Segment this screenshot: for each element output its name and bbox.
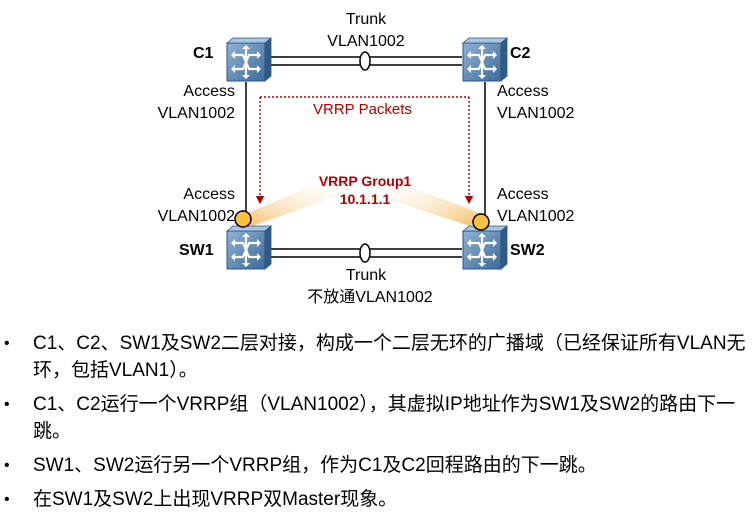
node-label-c2: C2	[510, 45, 531, 62]
trunk-top-vlan: VLAN1002	[327, 33, 405, 50]
sw1-access-vlan: VLAN1002	[157, 208, 235, 225]
trunk-top-label: Trunk	[345, 11, 387, 28]
node-label-sw1: SW1	[179, 242, 214, 259]
switch-sw2-icon	[461, 224, 509, 271]
list-item: • SW1、SW2运行另一个VRRP组，作为C1及C2回程路由的下一跳。	[0, 452, 755, 479]
list-item: • C1、C2、SW1及SW2二层对接，构成一个二层无环的广播域（已经保证所有VL…	[0, 330, 755, 384]
trunk-top-bundle	[359, 51, 371, 71]
c2-access-vlan: VLAN1002	[497, 105, 575, 122]
list-item-text: C1、C2、SW1及SW2二层对接，构成一个二层无环的广播域（已经保证所有VLA…	[33, 333, 746, 381]
sw2-access-vlan: VLAN1002	[497, 208, 575, 225]
vrrp-beam-left	[240, 178, 338, 226]
trunk-bottom-label: Trunk	[345, 267, 387, 284]
trunk-bottom-bundle	[359, 243, 371, 263]
node-label-sw2: SW2	[510, 242, 545, 259]
list-item-text: SW1、SW2运行另一个VRRP组，作为C1及C2回程路由的下一跳。	[33, 455, 597, 476]
vrrp-group-name: VRRP Group1	[318, 173, 412, 189]
list-item-text: C1、C2运行一个VRRP组（VLAN1002），其虚拟IP地址作为SW1及SW…	[33, 394, 736, 442]
c1-access-label: Access	[183, 83, 235, 100]
diagram-canvas	[225, 36, 509, 271]
vrrp-beam-right	[384, 178, 482, 226]
sw1-access-label: Access	[183, 186, 235, 203]
trunk-bottom-vlan: 不放通VLAN1002	[307, 289, 433, 306]
switch-c1-icon	[225, 36, 273, 83]
bullet-icon: •	[4, 457, 10, 474]
vip-marker-sw1	[234, 210, 252, 228]
vrrp-packets-label: VRRP Packets	[313, 101, 412, 118]
c2-access-label: Access	[497, 83, 549, 100]
switch-c2-icon	[461, 36, 509, 83]
bullet-icon: •	[4, 491, 10, 508]
description-list: • C1、C2、SW1及SW2二层对接，构成一个二层无环的广播域（已经保证所有VL…	[0, 330, 755, 520]
vrrp-group-vip: 10.1.1.1	[339, 191, 391, 207]
sw2-access-label: Access	[497, 186, 549, 203]
list-item: • 在SW1及SW2上出现VRRP双Master现象。	[0, 486, 755, 513]
node-label-c1: C1	[193, 45, 214, 62]
list-item-text: 在SW1及SW2上出现VRRP双Master现象。	[33, 489, 398, 510]
bullet-icon: •	[4, 335, 10, 352]
switch-sw1-icon	[225, 224, 273, 271]
list-item: • C1、C2运行一个VRRP组（VLAN1002），其虚拟IP地址作为SW1及S…	[0, 391, 755, 445]
vip-marker-sw2	[472, 213, 490, 231]
bullet-icon: •	[4, 396, 10, 413]
c1-access-vlan: VLAN1002	[157, 105, 235, 122]
